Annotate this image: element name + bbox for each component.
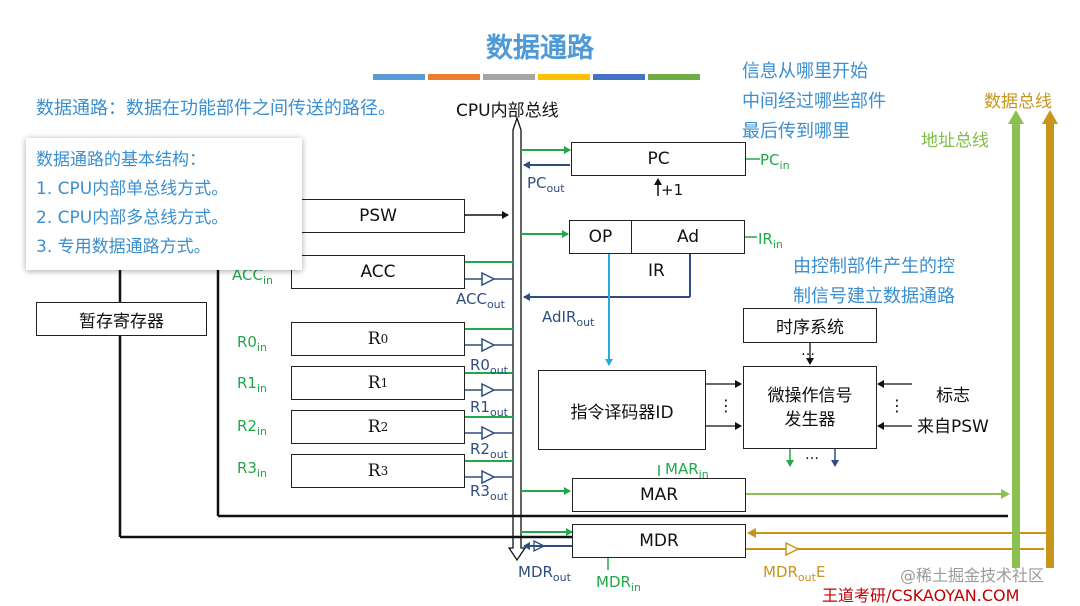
ir-ad-field: Ad <box>631 220 745 254</box>
mdr-out-signal: MDRout <box>518 563 571 584</box>
title-bar-2 <box>428 74 480 80</box>
page-title: 数据通路 <box>486 33 594 64</box>
callout-heading: 数据通路的基本结构： <box>36 150 206 170</box>
address-bus-label: 地址总线 <box>921 131 989 151</box>
title-bar-4 <box>538 74 590 80</box>
acc-out-signal: ACCout <box>456 290 505 311</box>
mdr-in-signal: MDRin <box>596 573 641 594</box>
ir-in-signal: IRin <box>758 230 783 251</box>
mar-register: MAR <box>572 478 746 512</box>
micro-op-generator-line-1: 微操作信号 <box>767 385 853 406</box>
definition-text: 数据通路：数据在功能部件之间传送的路径。 <box>36 98 396 119</box>
bus-label: CPU内部总线 <box>456 101 559 121</box>
temp-register: 暂存寄存器 <box>36 302 207 336</box>
callout-item-1: 1. CPU内部单总线方式。 <box>36 179 229 199</box>
r2-out-signal: R2out <box>470 440 508 461</box>
ir-op-field: OP <box>569 220 632 254</box>
r1-in-signal: R1in <box>237 374 267 395</box>
ir-label: IR <box>648 261 665 281</box>
r1-out-signal: R1out <box>470 398 508 419</box>
generator-output-dots: … <box>805 447 819 463</box>
title-bar-5 <box>593 74 645 80</box>
from-psw-label: 来自PSW <box>917 417 989 437</box>
instruction-decoder: 指令译码器ID <box>538 370 706 450</box>
control-note-line-2: 制信号建立数据通路 <box>793 286 955 307</box>
watermark: @稀土掘金技术社区 <box>900 566 1045 585</box>
acc-in-signal: ACCin <box>232 266 273 287</box>
flag-vdots: ⋮ <box>889 396 905 415</box>
pc-out-signal: PCout <box>527 174 565 195</box>
micro-op-generator: 微操作信号 发生器 <box>743 366 877 449</box>
callout-item-3: 3. 专用数据通路方式。 <box>36 237 211 257</box>
timing-dots: … <box>801 343 815 359</box>
title-bar-6 <box>648 74 700 80</box>
info-note-line-1: 信息从哪里开始 <box>742 61 868 82</box>
r3-in-signal: R3in <box>237 459 267 480</box>
pc-register: PC <box>571 142 746 176</box>
info-note-line-2: 中间经过哪些部件 <box>742 91 886 112</box>
mdr-out-e-signal: MDRoutE <box>763 563 826 584</box>
r0-out-signal: R0out <box>470 356 508 377</box>
pc-in-signal: PCin <box>760 151 790 172</box>
title-bar-1 <box>373 74 425 80</box>
pc-increment-label: +1 <box>661 181 684 199</box>
micro-op-generator-line-2: 发生器 <box>784 409 836 430</box>
r3-out-signal: R3out <box>470 482 508 503</box>
footer-brand: 王道考研/CSKAOYAN.COM <box>822 586 1020 605</box>
adir-out-signal: AdIRout <box>542 308 595 329</box>
r2-in-signal: R2in <box>237 417 267 438</box>
title-bar-3 <box>483 74 535 80</box>
control-note-line-1: 由控制部件产生的控 <box>793 256 955 277</box>
data-bus-label: 数据总线 <box>984 92 1052 112</box>
info-note-line-3: 最后传到哪里 <box>742 121 850 142</box>
decoder-vdots: ⋮ <box>718 396 734 415</box>
mar-in-signal: MARin <box>665 460 709 481</box>
acc-register: ACC <box>291 255 465 289</box>
structure-callout: 数据通路的基本结构： 1. CPU内部单总线方式。 2. CPU内部多总线方式。… <box>26 138 302 270</box>
psw-register: PSW <box>291 199 465 233</box>
callout-item-2: 2. CPU内部多总线方式。 <box>36 208 229 228</box>
flag-label: 标志 <box>936 386 970 406</box>
r0-in-signal: R0in <box>237 333 267 354</box>
mdr-register: MDR <box>572 524 746 558</box>
timing-system: 时序系统 <box>743 308 877 343</box>
